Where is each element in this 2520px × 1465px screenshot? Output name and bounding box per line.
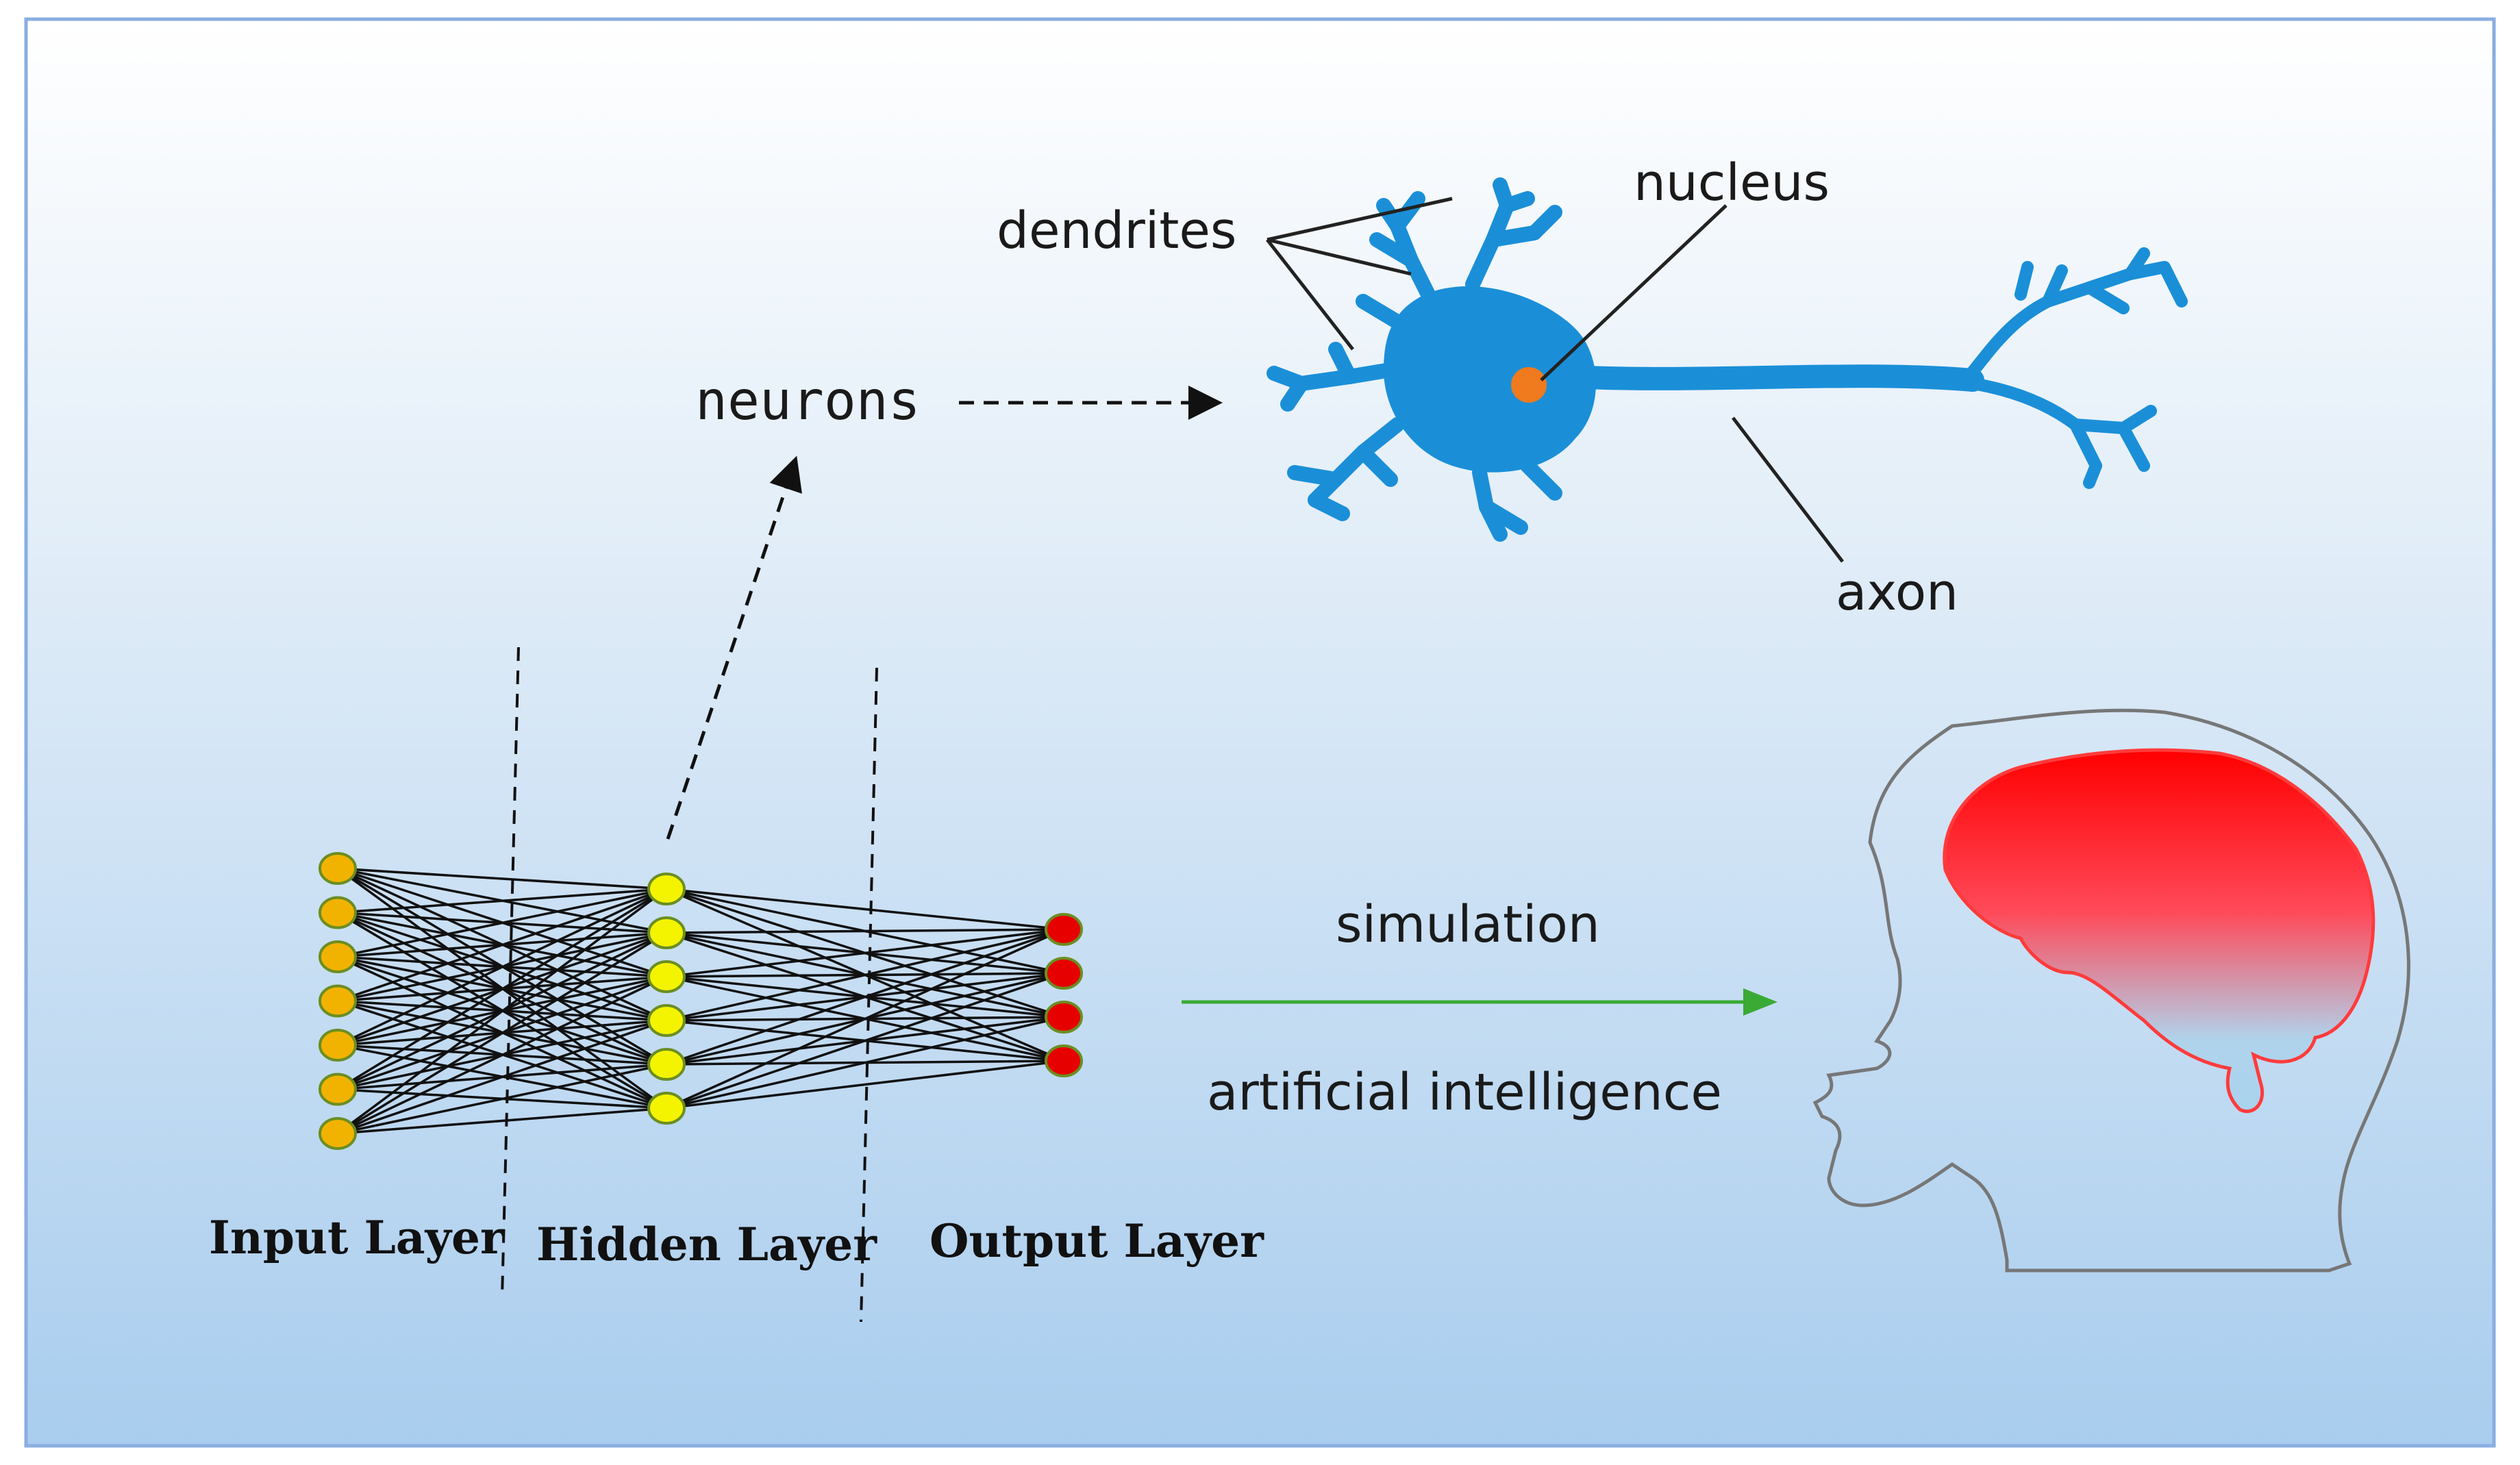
label-nucleus: nucleus [1634, 153, 1830, 212]
dendrites-branches [1267, 177, 1562, 542]
input-node [319, 984, 357, 1018]
hidden-node [647, 1004, 686, 1037]
input-node [319, 1117, 357, 1150]
head-with-brain [1812, 708, 2410, 1273]
network-edge [337, 1019, 667, 1135]
network-edge [666, 928, 1064, 1110]
artificial-neural-network [319, 852, 1083, 1150]
hidden-to-neurons-arrow [666, 455, 802, 840]
neuron-axon [1557, 364, 1984, 392]
network-edge [337, 888, 667, 958]
layer-separator-1 [501, 647, 520, 1299]
network-edge [666, 888, 1064, 931]
label-artificial-intelligence: artificial intelligence [1207, 1063, 1722, 1122]
network-edge [666, 928, 1064, 934]
network-connections [336, 867, 1064, 1135]
output-node [1045, 913, 1083, 946]
network-edge [666, 928, 1064, 978]
label-simulation: simulation [1336, 895, 1600, 954]
network-edge [666, 1016, 1064, 1110]
input-node [319, 852, 357, 885]
simulation-arrowhead [1743, 988, 1777, 1016]
axon-terminals [1960, 247, 2188, 489]
brain [1943, 748, 2375, 1114]
output-node [1045, 1001, 1083, 1034]
network-edge [666, 1060, 1064, 1110]
network-edge [666, 972, 1064, 1110]
input-node [319, 1073, 357, 1106]
neuron-soma [1384, 286, 1596, 473]
network-edge [336, 888, 668, 1135]
background-panel [24, 17, 2496, 1448]
input-node [319, 940, 357, 973]
network-edge [337, 888, 667, 1047]
hidden-node [647, 1048, 686, 1081]
network-edge [337, 1107, 667, 1135]
network-edge [337, 888, 667, 914]
input-node [319, 1029, 357, 1062]
network-edge [337, 888, 667, 1090]
network-edge [337, 975, 667, 1135]
network-nodes [319, 852, 1083, 1150]
label-pointers [1266, 197, 1844, 563]
network-edge [666, 928, 1064, 1066]
output-node [1045, 957, 1083, 990]
network-edge [337, 931, 667, 1135]
hidden-node [647, 1092, 686, 1125]
layer-separator-2 [860, 667, 878, 1323]
network-edge [337, 1063, 667, 1135]
biological-neuron [1267, 177, 2188, 542]
head-outline [1812, 708, 2410, 1273]
label-input-layer: Input Layer [209, 1211, 505, 1264]
label-output-layer: Output Layer [930, 1214, 1264, 1268]
network-edge [337, 867, 667, 890]
network-edge [666, 928, 1064, 1022]
label-axon: axon [1836, 563, 1958, 622]
label-neurons: neurons [695, 371, 921, 432]
network-edge [337, 888, 667, 1003]
input-node [319, 896, 357, 929]
label-hidden-layer: Hidden Layer [536, 1218, 877, 1271]
output-node [1045, 1044, 1083, 1077]
neuron-nucleus [1511, 367, 1547, 403]
hidden-node [647, 873, 686, 905]
hidden-node [647, 960, 686, 993]
label-dendrites: dendrites [997, 201, 1236, 260]
hidden-node [647, 916, 686, 949]
